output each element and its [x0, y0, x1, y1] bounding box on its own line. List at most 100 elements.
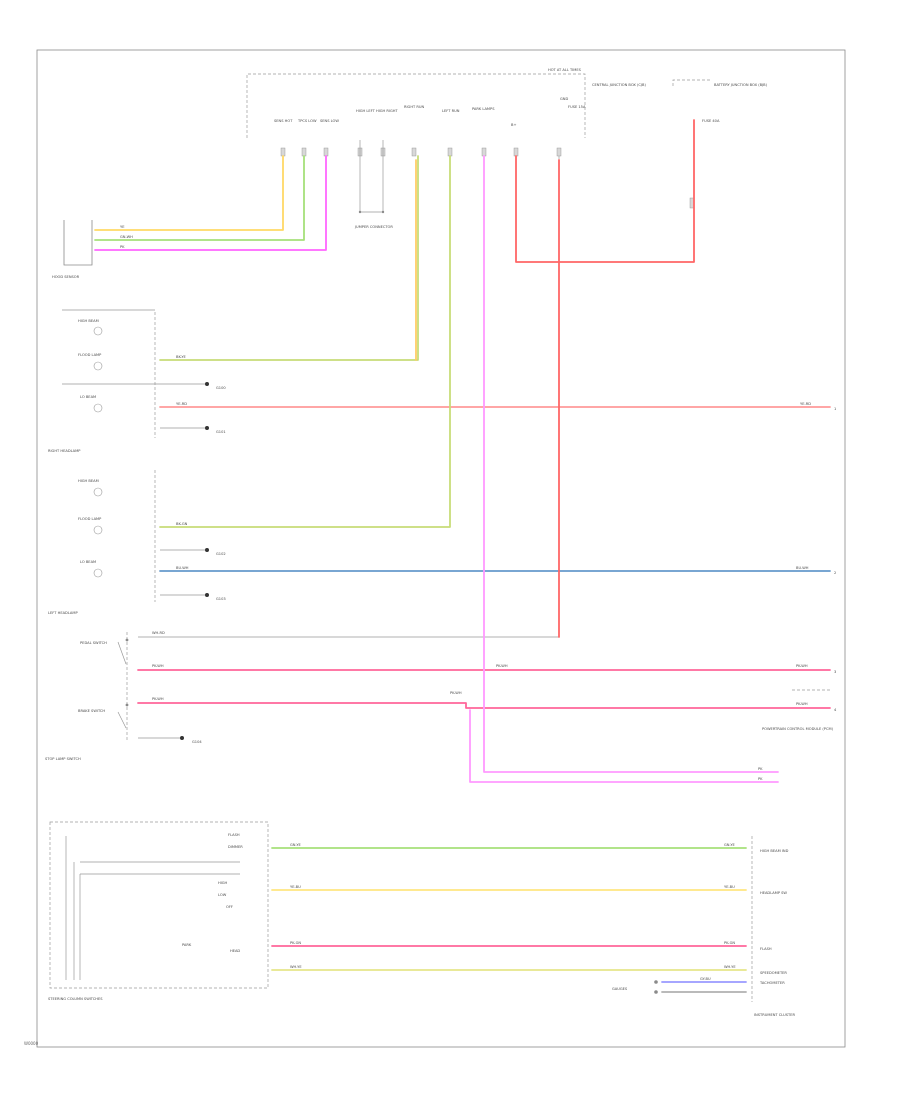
bulb-label: LO BEAM — [80, 560, 96, 564]
jumper-wire — [359, 200, 384, 213]
ground-label: G104 — [192, 740, 202, 744]
battery-fuse-label: FUSE 40A — [702, 119, 720, 123]
bulb-label: FLOOD LAMP — [78, 353, 102, 357]
cluster-item-label: SPEEDOMETER — [760, 971, 787, 975]
switch-label: PARK — [182, 943, 192, 947]
pin-label: PARK LAMPS — [472, 107, 495, 111]
steering-column-switch-labels: FLASH DIMMER HIGH LOW OFF PARK HEAD — [182, 833, 243, 953]
wire-gray-feed — [138, 156, 560, 638]
steering-column-inner-lines — [65, 836, 240, 980]
wire-label: PK — [758, 767, 763, 771]
wire-label: BU-WH — [176, 566, 189, 570]
switch-label: OFF — [226, 905, 233, 909]
svg-text:1: 1 — [834, 407, 836, 411]
jumper-node — [381, 210, 385, 214]
switch-label: HEAD — [230, 949, 240, 953]
hood-sensor-label: HOOD SENSOR — [52, 275, 80, 279]
switch-label: LOW — [218, 893, 227, 897]
svg-text:4: 4 — [834, 708, 837, 712]
bulb-label: LO BEAM — [80, 395, 96, 399]
hood-sensor-bracket — [63, 220, 93, 266]
switch-label: PEDAL SWITCH — [80, 641, 107, 645]
right-headlamp-label: RIGHT HEADLAMP — [48, 449, 81, 453]
central-fuse-label: FUSE 15A — [568, 105, 586, 109]
wire-label: GN-WH — [120, 235, 133, 239]
ground-symbol — [180, 736, 184, 740]
pin-label: HIGH RIGHT — [376, 109, 398, 113]
ground-symbol — [205, 426, 209, 430]
high-beam-bulb — [93, 487, 103, 497]
wire-label: YE-RD — [176, 402, 187, 406]
ground-label: G102 — [216, 552, 226, 556]
pin-label: SENS LOW — [320, 119, 339, 123]
wire-yellow-green-rh — [159, 155, 419, 361]
wire-label: GN-YE — [724, 843, 736, 847]
flood-lamp-bulb — [93, 525, 103, 535]
diagram-frame — [36, 49, 846, 1048]
top-plugs — [280, 147, 695, 209]
wire-label: WH-YE — [290, 965, 302, 969]
pin-stubs — [359, 140, 384, 200]
switch-label: DIMMER — [228, 845, 243, 849]
wire-label: GN-YE — [290, 843, 302, 847]
right-edge-markers: 1 2 3 4 — [654, 407, 837, 994]
wire-label: YE — [120, 225, 125, 229]
battery-jb-outline — [672, 79, 712, 86]
figure-code: W0000 — [24, 1041, 39, 1046]
wire-label: BK-GN — [176, 522, 188, 526]
battery-jb-label: BATTERY JUNCTION BOX (BJB) — [714, 83, 768, 87]
ground-label: G103 — [216, 597, 226, 601]
lo-beam-bulb — [93, 403, 103, 413]
pin-label: HIGH LEFT — [356, 109, 376, 113]
wire-red-feed — [515, 119, 695, 263]
switch-contact — [125, 638, 129, 642]
wire-label: PK-GN — [290, 941, 301, 945]
wire-pink-brake — [137, 702, 831, 709]
switch-contact — [125, 703, 129, 707]
pin-label: TPCS LOW — [297, 119, 317, 123]
top-connector-label: HOT AT ALL TIMES — [548, 68, 582, 72]
wire-label: PK — [120, 245, 125, 249]
wire-magenta-pcm-2 — [469, 709, 779, 783]
svg-text:3: 3 — [834, 670, 836, 674]
left-headlamp-label: LEFT HEADLAMP — [48, 611, 78, 615]
wire-label: PK-WH — [152, 664, 164, 668]
bulb-label: HIGH BEAM — [78, 319, 99, 323]
wire-magenta — [94, 155, 327, 251]
svg-text:2: 2 — [834, 571, 836, 575]
flood-lamp-bulb — [93, 361, 103, 371]
top-connector-outline — [246, 73, 586, 138]
pin-label: SENS HOT — [274, 119, 293, 123]
ground-symbol — [205, 593, 209, 597]
wire-label: PK — [758, 777, 763, 781]
pedal-switch-blade — [117, 641, 127, 665]
lo-beam-bulb — [93, 568, 103, 578]
pin-label: LEFT RUN — [442, 109, 460, 113]
wire-label: GY-BU — [700, 977, 711, 981]
cluster-item-label: HIGH BEAM IND — [760, 849, 789, 853]
wire-green — [94, 155, 305, 241]
wire-label: PK-WH — [796, 664, 808, 668]
jumper-label: JUMPER CONNECTOR — [354, 225, 393, 229]
steering-column-outline — [49, 821, 269, 989]
gauge-note: GAUGES — [612, 987, 628, 991]
switch-label: HIGH — [218, 881, 228, 885]
ground-label: G101 — [216, 430, 226, 434]
wire-label: BK-YE — [176, 355, 187, 359]
bulb-label: HIGH BEAM — [78, 479, 99, 483]
brake-switches-label: STOP LAMP SWITCH — [45, 757, 81, 761]
instrument-cluster-label: INSTRUMENT CLUSTER — [754, 1013, 795, 1017]
wire-yellow — [94, 155, 284, 231]
wire-label: PK-WH — [152, 697, 164, 701]
cluster-item-label: HEADLAMP SW — [760, 891, 787, 895]
wire-label: PK-GN — [724, 941, 735, 945]
bulb-label: FLOOD LAMP — [78, 517, 102, 521]
cluster-item-label: FLASH — [760, 947, 772, 951]
pin-label: RIGHT RUN — [404, 105, 425, 109]
wire-label: PK-WH — [450, 691, 462, 695]
cluster-item-label: TACHOMETER — [759, 981, 785, 985]
central-module-label: CENTRAL JUNCTION BOX (CJB) — [592, 83, 646, 87]
high-beam-bulb — [93, 326, 103, 336]
steering-column-label: STEERING COLUMN SWITCHES — [48, 997, 103, 1001]
